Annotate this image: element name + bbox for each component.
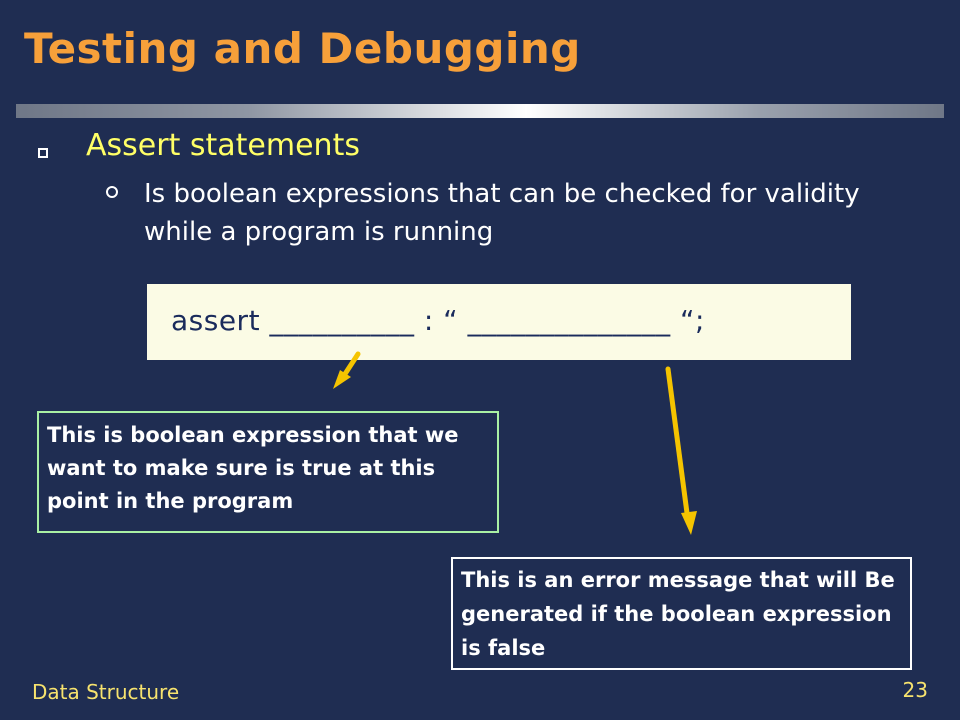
assert-code-line: assert __________ : “ ______________ “; — [171, 304, 705, 337]
bullet-boolean-description: Is boolean expressions that can be check… — [144, 179, 860, 247]
footer-course-name: Data Structure — [32, 680, 180, 704]
error-message-note: This is an error message that will Be ge… — [451, 557, 912, 670]
boolean-expression-note: This is boolean expression that we want … — [37, 411, 499, 533]
square-bullet-icon — [38, 148, 48, 158]
code-box: assert __________ : “ ______________ “; — [147, 284, 851, 360]
slide-number: 23 — [902, 678, 928, 702]
circle-bullet-icon — [106, 186, 118, 198]
bullet-assert-statements: Assert statements — [86, 128, 360, 163]
arrow-down-icon — [665, 366, 697, 535]
slide-title: Testing and Debugging — [24, 24, 581, 73]
title-divider — [16, 104, 944, 118]
